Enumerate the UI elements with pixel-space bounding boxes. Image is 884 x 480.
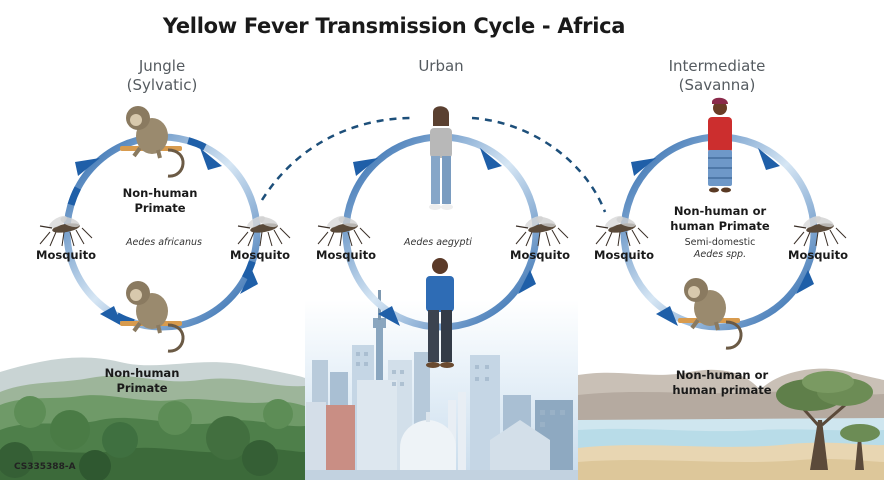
urban-panel-title: Urban	[418, 57, 464, 75]
arrowhead-icon	[656, 306, 678, 326]
mosquito-icon	[39, 215, 93, 247]
woman-red-dress-figure	[708, 97, 732, 193]
savanna-bottom-host-line2: human primate	[672, 383, 772, 397]
savanna-species-label: Semi-domestic Aedes spp.	[670, 237, 770, 261]
jungle-top-host-line2: Primate	[134, 201, 186, 215]
arrowhead-icon	[240, 270, 258, 294]
arrowhead-icon	[518, 270, 536, 294]
arrowhead-icon	[758, 148, 780, 170]
arrowhead-icon	[200, 148, 222, 170]
jungle-top-host-label: Non-human Primate	[100, 186, 220, 216]
monkey-icon	[120, 106, 185, 178]
savanna-top-host-line1: Non-human or	[673, 204, 767, 218]
jungle-panel-title: Jungle (Sylvatic)	[92, 57, 232, 95]
jungle-bottom-host-label: Non-human Primate	[82, 366, 202, 396]
savanna-bottom-host-label: Non-human or human primate	[662, 368, 782, 398]
savanna-panel-title: Intermediate (Savanna)	[647, 57, 787, 95]
figure-code: CS335388-A	[14, 462, 76, 472]
savanna-left-vector-label: Mosquito	[594, 248, 654, 262]
savanna-bottom-host-line1: Non-human or	[675, 368, 769, 382]
savanna-species-line2: Aedes spp.	[693, 249, 747, 260]
arrowhead-icon	[631, 158, 656, 176]
arrowhead-icon	[75, 158, 100, 176]
jungle-background	[0, 357, 305, 480]
arrowhead-icon	[480, 148, 502, 170]
acacia-tree	[776, 371, 873, 470]
jungle-top-host-line1: Non-human	[122, 186, 198, 200]
arrowhead-icon	[796, 270, 814, 294]
woman-figure	[429, 106, 453, 210]
savanna-title-line1: Intermediate	[668, 57, 766, 75]
jungle-right-vector-label: Mosquito	[230, 248, 290, 262]
savanna-top-host-label: Non-human or human Primate	[660, 204, 780, 234]
man-figure	[426, 258, 454, 368]
diagram-title: Yellow Fever Transmission Cycle - Africa	[162, 14, 626, 38]
dashed-connector-left	[260, 116, 413, 201]
jungle-title-line2: (Sylvatic)	[126, 76, 198, 94]
urban-left-vector-label: Mosquito	[316, 248, 376, 262]
arrowhead-icon	[100, 306, 122, 326]
urban-species-label: Aedes aegypti	[404, 237, 472, 248]
jungle-species-label: Aedes africanus	[126, 237, 202, 248]
small-tree	[840, 424, 880, 470]
savanna-title-line2: (Savanna)	[678, 76, 756, 94]
savanna-background	[578, 368, 884, 480]
arrowhead-icon	[353, 158, 378, 176]
arrowhead-icon	[378, 306, 400, 326]
jungle-title-line1: Jungle	[138, 57, 186, 75]
jungle-left-vector-label: Mosquito	[36, 248, 96, 262]
urban-right-vector-label: Mosquito	[510, 248, 570, 262]
jungle-bottom-host-line2: Primate	[116, 381, 168, 395]
jungle-bottom-host-line1: Non-human	[104, 366, 180, 380]
savanna-right-vector-label: Mosquito	[788, 248, 848, 262]
savanna-species-line1: Semi-domestic	[684, 237, 756, 248]
savanna-top-host-line2: human Primate	[670, 219, 770, 233]
